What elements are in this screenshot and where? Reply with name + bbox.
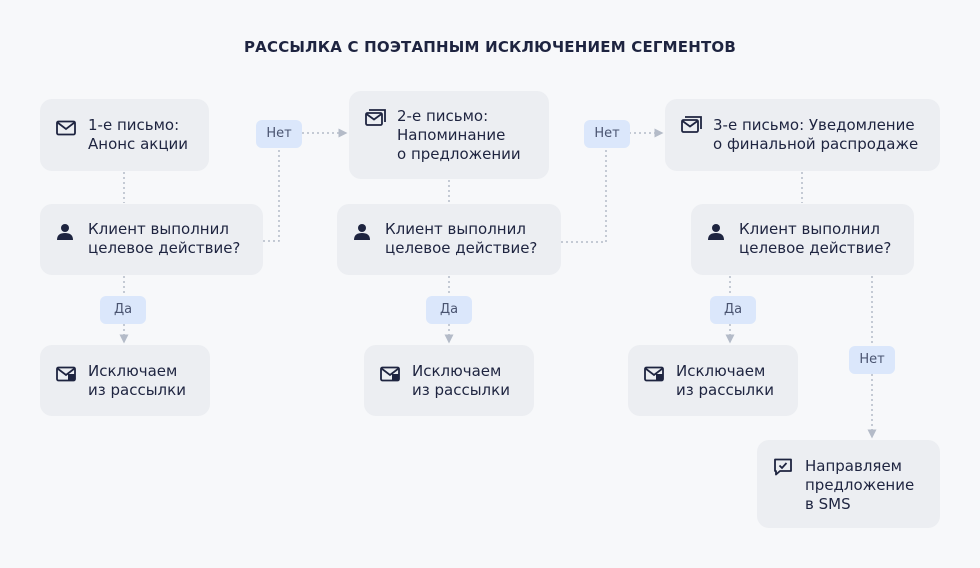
node-email3-label: 3-е письмо: Уведомление о финальной расп… — [713, 116, 919, 153]
mail-icon — [56, 120, 76, 136]
mail-blocked-icon — [56, 366, 76, 382]
node-exclude2-label: Исключаем из рассылки — [412, 362, 510, 399]
badge-no1: Нет — [256, 120, 302, 148]
node-sms-label: Направляем предложение в SMS — [805, 457, 915, 513]
node-email2-label: 2-е письмо: Напоминание о предложении — [397, 107, 521, 163]
node-exclude1: Исключаем из рассылки — [40, 345, 210, 416]
node-check1-label: Клиент выполнил целевое действие? — [88, 220, 241, 257]
node-email1: 1-е письмо: Анонс акции — [40, 99, 209, 171]
connector-check1-no1 — [263, 149, 280, 242]
user-icon — [708, 224, 724, 240]
node-check3: Клиент выполнил целевое действие? — [691, 204, 914, 275]
node-check1: Клиент выполнил целевое действие? — [40, 204, 263, 275]
badge-no2: Нет — [584, 120, 630, 148]
message-check-icon — [774, 458, 792, 476]
mail-blocked-icon — [644, 366, 664, 382]
node-email1-label: 1-е письмо: Анонс акции — [88, 116, 189, 153]
node-email2: 2-е письмо: Напоминание о предложении — [349, 91, 549, 179]
diagram-title: РАССЫЛКА С ПОЭТАПНЫМ ИСКЛЮЧЕНИЕМ СЕГМЕНТ… — [243, 38, 736, 56]
user-icon — [354, 224, 370, 240]
badge-yes2: Да — [426, 296, 472, 324]
mail-blocked-icon — [380, 366, 400, 382]
badge-no3: Нет — [849, 346, 895, 374]
mails-icon — [681, 116, 702, 133]
badge-yes3: Да — [710, 296, 756, 324]
connector-check2-no2 — [561, 149, 607, 243]
node-check3-label: Клиент выполнил целевое действие? — [739, 220, 892, 257]
badge-yes1: Да — [100, 296, 146, 324]
node-exclude1-label: Исключаем из рассылки — [88, 362, 186, 399]
node-check2-label: Клиент выполнил целевое действие? — [385, 220, 538, 257]
node-check2: Клиент выполнил целевое действие? — [337, 204, 561, 275]
mails-icon — [365, 109, 386, 126]
node-exclude2: Исключаем из рассылки — [364, 345, 534, 416]
user-icon — [57, 224, 73, 240]
node-sms: Направляем предложение в SMS — [757, 440, 940, 528]
node-email3: 3-е письмо: Уведомление о финальной расп… — [665, 99, 940, 171]
node-exclude3: Исключаем из рассылки — [628, 345, 798, 416]
node-exclude3-label: Исключаем из рассылки — [676, 362, 774, 399]
